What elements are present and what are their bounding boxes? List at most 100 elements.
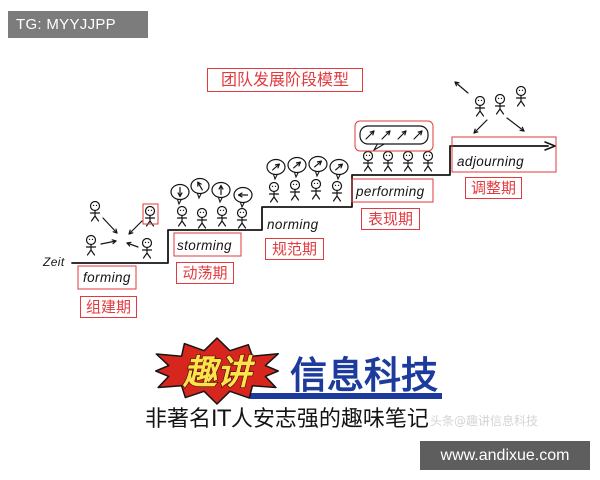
speech-bubble: [266, 158, 286, 181]
speech-bubble: [233, 186, 253, 209]
person-head: [236, 207, 248, 219]
person-eye: [334, 184, 337, 187]
bubble-arrow-icon: [335, 163, 343, 171]
norming-person: [268, 181, 280, 203]
arrow-head: [295, 161, 301, 167]
brand-underline: [250, 393, 442, 399]
person-head: [89, 200, 101, 212]
person-eye: [518, 89, 521, 92]
person-body: [141, 246, 153, 259]
bubble-arrow-icon: [365, 130, 375, 140]
arrow-shaft: [381, 130, 391, 140]
person-eye: [91, 238, 94, 241]
person-head: [422, 150, 434, 162]
person-body: [89, 209, 101, 222]
person-eye: [477, 99, 480, 102]
arrow-shaft: [102, 217, 118, 234]
arrow-head: [473, 128, 479, 134]
group-speech-bubble: [359, 125, 429, 152]
arrow-head: [126, 241, 132, 247]
brand-banner: 趣讲 信息科技: [155, 337, 442, 405]
person-head: [196, 207, 208, 219]
person-head: [494, 93, 506, 105]
faint-watermark: 头条@趣讲信息科技: [430, 414, 539, 428]
person-eye: [385, 154, 388, 157]
person-eye: [147, 209, 150, 212]
arrow-head: [177, 192, 183, 198]
stage-label-performing: 表现期: [361, 208, 420, 230]
person-eye: [222, 209, 225, 212]
arrow-head: [454, 81, 460, 87]
arrow-shaft: [293, 161, 301, 169]
annotation-box-group-bubble: [354, 120, 434, 152]
stage-word-performing: performing: [355, 184, 425, 199]
person-eye: [92, 204, 95, 207]
person-eye: [182, 209, 185, 212]
stage-label-norming: 规范期: [265, 238, 324, 260]
speech-bubble: [329, 158, 349, 181]
bubble-arrow-icon: [293, 161, 301, 169]
arrow-shaft: [454, 81, 469, 94]
adjourning-arrow-icon: [473, 119, 488, 134]
person-body: [236, 216, 248, 229]
person-head: [85, 234, 97, 246]
person-eye: [521, 89, 524, 92]
person-body: [402, 159, 414, 172]
forming-arrow-icon: [100, 239, 117, 245]
arrow-shaft: [272, 163, 280, 171]
person-eye: [147, 241, 150, 244]
norming-person: [331, 180, 343, 202]
person-head: [331, 180, 343, 192]
adjourning-person: [494, 93, 506, 115]
bubble-arrow-icon: [218, 184, 224, 196]
arrow-head: [385, 130, 391, 136]
person-eye: [365, 154, 368, 157]
performing-person: [422, 150, 434, 172]
stage-figures: [85, 81, 527, 259]
person-eye: [295, 183, 298, 186]
badge-text: 趣讲: [182, 353, 256, 393]
arrow-head: [237, 192, 243, 198]
arrow-head: [417, 130, 423, 136]
person-eye: [219, 209, 222, 212]
arrow-shaft: [126, 242, 139, 248]
arrow-head: [369, 130, 375, 136]
person-head: [141, 237, 153, 249]
annotation-box-adjourning: [451, 136, 557, 173]
person-body: [382, 159, 394, 172]
person-eye: [239, 211, 242, 214]
stage-word-forming: forming: [83, 270, 131, 285]
forming-person: [85, 234, 97, 256]
person-eye: [274, 185, 277, 188]
stage-label-adjourning: 调整期: [465, 177, 522, 199]
forming-arrow-icon: [128, 220, 143, 235]
person-head: [515, 85, 527, 97]
site-url-watermark: www.andixue.com: [420, 441, 590, 470]
adjourning-arrow-icon: [454, 81, 469, 94]
person-eye: [316, 182, 319, 185]
person-head: [474, 95, 486, 107]
person-eye: [179, 209, 182, 212]
staircase: Zeit: [42, 141, 556, 269]
adjourning-person: [474, 95, 486, 117]
bubble-arrow-icon: [197, 181, 203, 191]
person-eye: [271, 185, 274, 188]
performing-person: [402, 150, 414, 172]
person-head: [268, 181, 280, 193]
person-eye: [428, 154, 431, 157]
arrow-shaft: [413, 130, 423, 140]
arrow-shaft: [128, 220, 143, 235]
speech-bubble: [211, 181, 231, 204]
arrow-head: [112, 228, 118, 234]
arrow-head: [111, 239, 117, 245]
arrow-shaft: [365, 130, 375, 140]
person-head: [176, 205, 188, 217]
person-body: [310, 187, 322, 200]
person-eye: [202, 211, 205, 214]
bubble-arrow-icon: [397, 130, 407, 140]
arrow-head: [274, 163, 280, 169]
channel-watermark: TG: MYYJJPP: [8, 11, 148, 38]
speech-bubble: [308, 155, 328, 178]
forming-person: [144, 205, 156, 227]
